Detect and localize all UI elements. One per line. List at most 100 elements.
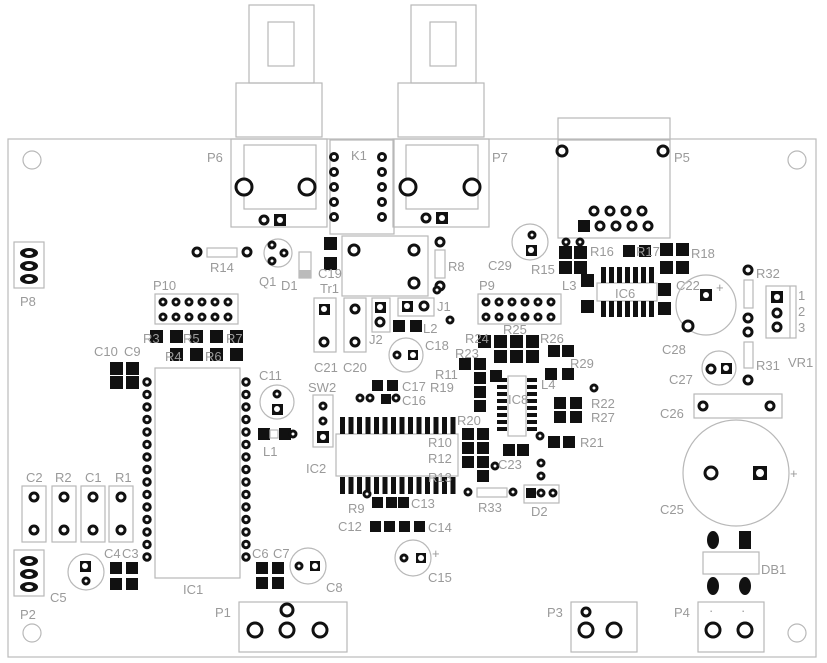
- vr1: 1 2 3 VR1: [765, 285, 813, 370]
- board-outline: [7, 138, 817, 658]
- pin: [481, 312, 491, 322]
- label-r17: R17: [636, 244, 660, 259]
- header-p9: P9: [477, 278, 562, 325]
- pad: [527, 385, 537, 389]
- label-c4: C4: [104, 546, 121, 561]
- pin: [507, 312, 517, 322]
- pad: [497, 406, 507, 410]
- pad: [340, 477, 345, 494]
- label-c3: C3: [122, 546, 139, 561]
- db1: DB1: [702, 531, 786, 595]
- label-c27: C27: [669, 372, 693, 387]
- pin: [142, 552, 152, 562]
- l4: L4: [541, 368, 574, 392]
- pin: [142, 377, 152, 387]
- label-p2: P2: [20, 607, 36, 622]
- label-c20: C20: [343, 360, 367, 375]
- pad: [357, 477, 362, 494]
- label-c9: C9: [124, 344, 141, 359]
- pin: [241, 389, 251, 400]
- label-p3: P3: [547, 605, 563, 620]
- pad: [399, 417, 405, 434]
- pad: [433, 477, 439, 494]
- pad: [382, 417, 388, 434]
- c22-pads: C22: [658, 278, 700, 315]
- pin: [507, 297, 517, 307]
- pad: [497, 420, 507, 424]
- c25: + C25: [660, 419, 798, 527]
- label-r29: R29: [570, 356, 594, 371]
- label-r19: R19: [430, 380, 454, 395]
- l1: L1: [258, 428, 298, 459]
- label-vr1: VR1: [788, 355, 813, 370]
- pin: [142, 539, 152, 550]
- label-p10: P10: [153, 278, 176, 293]
- label-c8: C8: [326, 580, 343, 595]
- label-j1: J1: [437, 299, 451, 314]
- label-c11: C11: [259, 368, 282, 383]
- resistor-bank-r3-r7: R3 R5 R7 R4 R6: [143, 330, 243, 364]
- label-r6: R6: [205, 349, 222, 364]
- r22-r27: R22 R27: [554, 383, 615, 425]
- c28: + C28: [662, 274, 737, 357]
- label-l3: L3: [562, 278, 576, 293]
- connector-p1: P1: [215, 601, 348, 653]
- relay-k1: K1: [329, 139, 395, 235]
- label-r1: R1: [115, 470, 132, 485]
- pad: [340, 417, 345, 434]
- r18-pads: R18: [660, 243, 715, 274]
- pin: [210, 312, 220, 322]
- pin: [142, 439, 152, 450]
- label-r25: R25: [503, 322, 527, 337]
- label-c13: C13: [411, 496, 435, 511]
- pin: [171, 297, 181, 307]
- pin: [241, 427, 251, 437]
- pad: [497, 378, 507, 382]
- ic1: IC1: [142, 367, 251, 597]
- pad: [442, 477, 447, 494]
- label-r3: R3: [143, 331, 160, 346]
- c5: C5: [50, 553, 105, 605]
- pin: [241, 502, 251, 512]
- pin: [241, 402, 251, 412]
- r10-r12-r13-c23: R10 R12 R13 C23: [428, 428, 546, 485]
- j1: J1: [397, 285, 455, 325]
- pin: [142, 427, 152, 437]
- c21: C21: [313, 297, 338, 375]
- l3: L3: [562, 274, 594, 313]
- pad: [527, 392, 537, 396]
- label-c15-plus: +: [432, 546, 440, 561]
- label-r22: R22: [591, 396, 615, 411]
- label-ic6: IC6: [615, 286, 635, 301]
- r9-c12-c13-c14: R9 C13 C12 C14: [338, 489, 452, 535]
- label-r31: R31: [756, 358, 780, 373]
- connector-p4: · · P4: [674, 601, 765, 653]
- connector-p2: P2: [13, 549, 45, 622]
- label-r7: R7: [226, 331, 243, 346]
- label-l1: L1: [263, 444, 277, 459]
- label-r11: R11: [435, 367, 458, 382]
- label-c28-plus: +: [716, 280, 724, 295]
- vr1-pin-3: 3: [798, 320, 805, 335]
- pin: [223, 312, 233, 322]
- r16-pads: R16: [559, 237, 614, 274]
- label-c10: C10: [94, 344, 118, 359]
- pin: [142, 414, 152, 425]
- label-c21: C21: [314, 360, 338, 375]
- p4-dot-1: ·: [709, 603, 713, 618]
- pad: [348, 477, 354, 494]
- pin: [241, 414, 251, 425]
- pad: [497, 392, 507, 396]
- label-c19: C19: [318, 266, 342, 281]
- r14: R14: [191, 246, 253, 275]
- pin: [158, 297, 168, 307]
- pad: [391, 417, 396, 434]
- label-c15: C15: [428, 570, 452, 585]
- label-p1: P1: [215, 605, 231, 620]
- label-c14: C14: [428, 520, 452, 535]
- pad: [391, 477, 396, 494]
- label-p5: P5: [674, 150, 690, 165]
- pad: [527, 420, 537, 424]
- label-j2: J2: [369, 332, 383, 347]
